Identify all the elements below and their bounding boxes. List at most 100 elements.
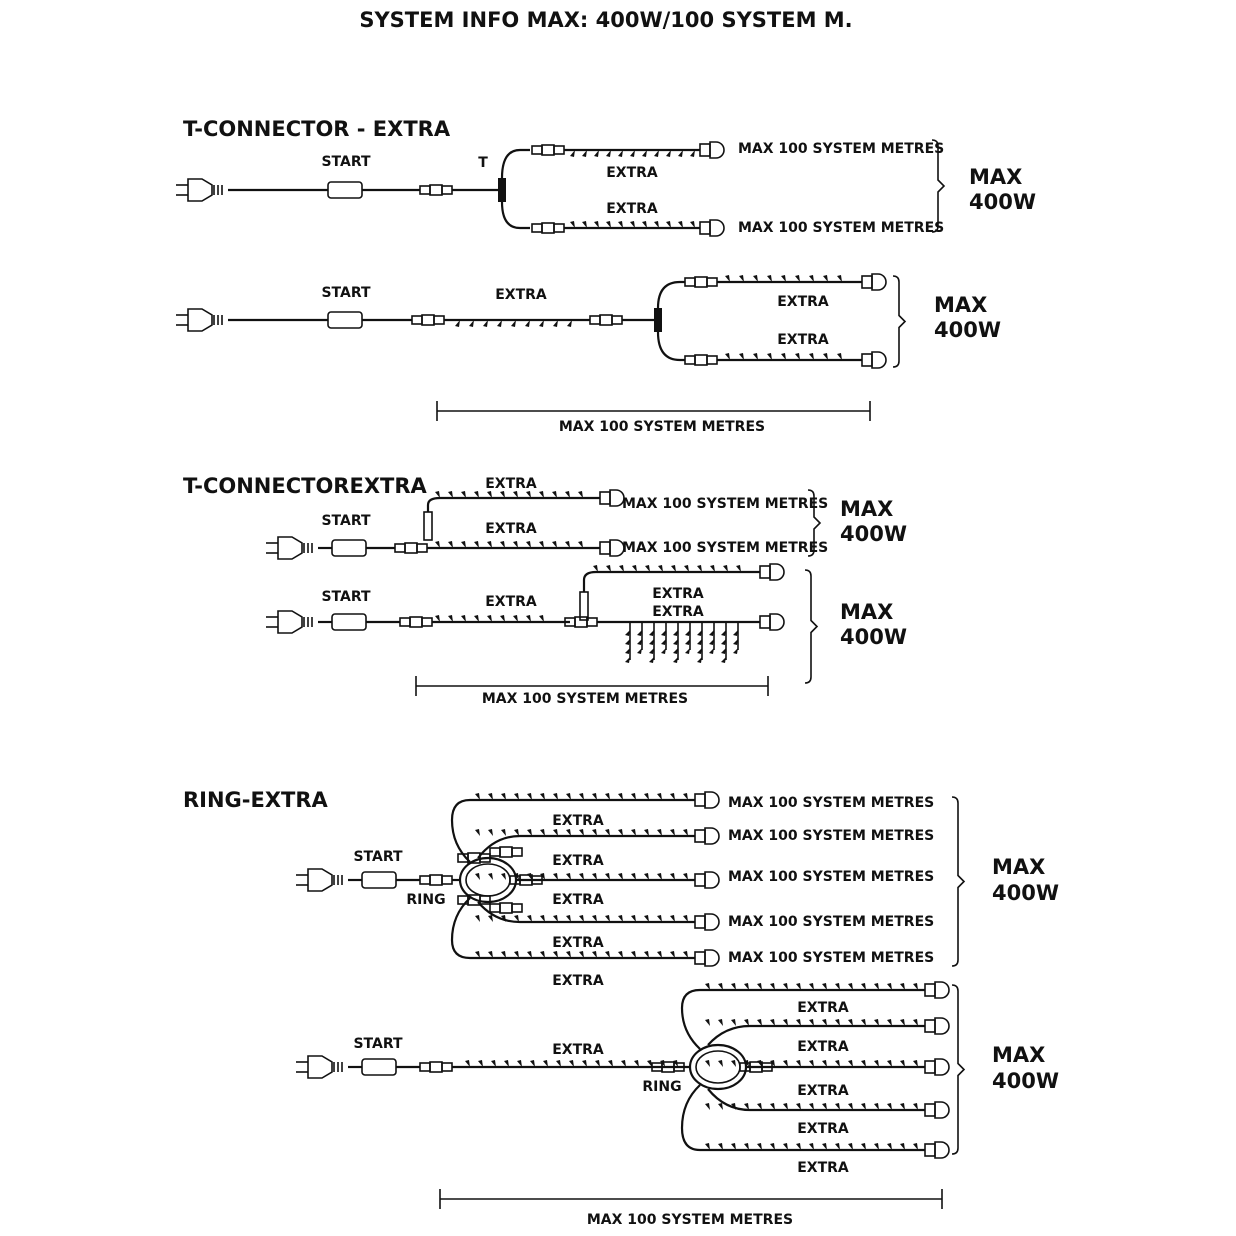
extra-label: EXTRA bbox=[606, 201, 658, 217]
connector-part bbox=[541, 222, 555, 234]
extra-label: EXTRA bbox=[552, 935, 604, 951]
led-bulb-icon bbox=[540, 915, 545, 922]
end-cap-part bbox=[599, 541, 611, 555]
t-connector bbox=[579, 591, 589, 621]
end-cap-part bbox=[934, 1141, 950, 1159]
end-cap-part bbox=[759, 615, 771, 629]
led-bulb-icon bbox=[887, 1103, 892, 1110]
max-system-metres-label: MAX 100 SYSTEM METRES bbox=[622, 540, 828, 556]
connector-part bbox=[761, 1062, 773, 1072]
led-bulb-icon bbox=[887, 1060, 892, 1067]
led-bulb-icon bbox=[757, 983, 762, 990]
controller-box bbox=[327, 311, 363, 329]
led-bulb-icon bbox=[809, 1103, 814, 1110]
led-bulb-icon bbox=[753, 353, 758, 360]
led-string bbox=[435, 615, 544, 622]
led-bulb-icon bbox=[487, 615, 492, 622]
connector-icon bbox=[531, 222, 565, 234]
led-bulb-icon bbox=[487, 541, 492, 548]
led-bulb-icon bbox=[578, 491, 583, 498]
led-bulb-icon bbox=[649, 639, 654, 645]
led-bulb-icon bbox=[685, 630, 690, 636]
led-bulb-icon bbox=[553, 951, 558, 958]
led-bulb-icon bbox=[475, 873, 480, 880]
led-bulb-icon bbox=[645, 565, 650, 572]
led-bulb-icon bbox=[634, 1060, 639, 1067]
end-cap-part bbox=[704, 827, 720, 845]
led-bulb-icon bbox=[809, 275, 814, 282]
led-bulb-icon bbox=[465, 1060, 470, 1067]
led-bulb-icon bbox=[835, 1143, 840, 1150]
watts-label: 400W bbox=[969, 190, 1036, 214]
end-cap-icon bbox=[599, 489, 625, 507]
led-bulb-icon bbox=[475, 951, 480, 958]
connector-part bbox=[416, 543, 428, 553]
brace-icon bbox=[951, 984, 966, 1155]
end-cap-part bbox=[861, 275, 873, 289]
end-cap-icon bbox=[924, 981, 950, 999]
led-bulb-icon bbox=[514, 951, 519, 958]
led-bulb-icon bbox=[657, 915, 662, 922]
led-bulb-icon bbox=[501, 915, 506, 922]
controller-box bbox=[361, 871, 397, 889]
led-bulb-icon bbox=[487, 491, 492, 498]
led-bulb-icon bbox=[657, 829, 662, 836]
led-bulb-icon bbox=[718, 1019, 723, 1026]
led-bulb-icon bbox=[710, 565, 715, 572]
led-bulb-icon bbox=[683, 873, 688, 880]
extra-label: EXTRA bbox=[485, 594, 537, 610]
led-bulb-icon bbox=[500, 541, 505, 548]
watts-label: 400W bbox=[934, 318, 1001, 342]
led-bulb-icon bbox=[540, 793, 545, 800]
connector-part bbox=[394, 543, 406, 553]
plug-icon bbox=[176, 308, 223, 332]
led-bulb-icon bbox=[567, 320, 572, 327]
end-cap-icon bbox=[759, 563, 785, 581]
led-bulb-icon bbox=[514, 829, 519, 836]
led-bulb-icon bbox=[455, 320, 460, 327]
led-bulb-icon bbox=[488, 915, 493, 922]
connector-icon bbox=[684, 276, 718, 288]
led-bulb-icon bbox=[630, 221, 635, 228]
led-bulb-icon bbox=[491, 1060, 496, 1067]
led-bulb-icon bbox=[500, 615, 505, 622]
led-bulb-icon bbox=[566, 829, 571, 836]
led-bulb-icon bbox=[618, 829, 623, 836]
extra-label: EXTRA bbox=[797, 1160, 849, 1176]
led-bulb-icon bbox=[566, 951, 571, 958]
led-bulb-icon bbox=[673, 648, 678, 654]
led-bulb-icon bbox=[605, 793, 610, 800]
led-bulb-icon bbox=[795, 353, 800, 360]
led-bulb-icon bbox=[739, 353, 744, 360]
led-bulb-icon bbox=[673, 639, 678, 645]
max-system-metres-label: MAX 100 SYSTEM METRES bbox=[587, 1212, 793, 1228]
led-bulb-icon bbox=[661, 648, 666, 654]
led-bulb-icon bbox=[900, 1103, 905, 1110]
led-bulb-icon bbox=[605, 915, 610, 922]
extra-branch bbox=[707, 1088, 925, 1112]
end-cap-part bbox=[871, 351, 887, 369]
led-bulb-icon bbox=[744, 983, 749, 990]
connector-icon bbox=[489, 846, 523, 858]
led-bulb-icon bbox=[435, 491, 440, 498]
connector-part bbox=[419, 875, 431, 885]
diagram-t-connector-2: START EXTRA EXTRA EXTRA MAX 400W MAX 100… bbox=[321, 285, 1001, 435]
connector-icon bbox=[509, 874, 543, 886]
led-bulb-icon bbox=[582, 221, 587, 228]
led-bulb-icon bbox=[637, 639, 642, 645]
connector-part bbox=[489, 847, 501, 857]
connector-part bbox=[479, 895, 491, 905]
led-bulb-icon bbox=[670, 951, 675, 958]
end-cap-part bbox=[699, 143, 711, 157]
extra-label: EXTRA bbox=[552, 973, 604, 989]
led-bulb-icon bbox=[625, 639, 630, 645]
t-connector bbox=[498, 178, 506, 202]
end-cap-icon bbox=[759, 613, 785, 631]
controller-box-icon bbox=[361, 871, 397, 889]
led-bulb-icon bbox=[767, 275, 772, 282]
watts-label: 400W bbox=[992, 881, 1059, 905]
led-bulb-icon bbox=[513, 491, 518, 498]
connector-icon bbox=[419, 184, 453, 196]
led-string bbox=[455, 320, 572, 327]
led-bulb-icon bbox=[501, 951, 506, 958]
